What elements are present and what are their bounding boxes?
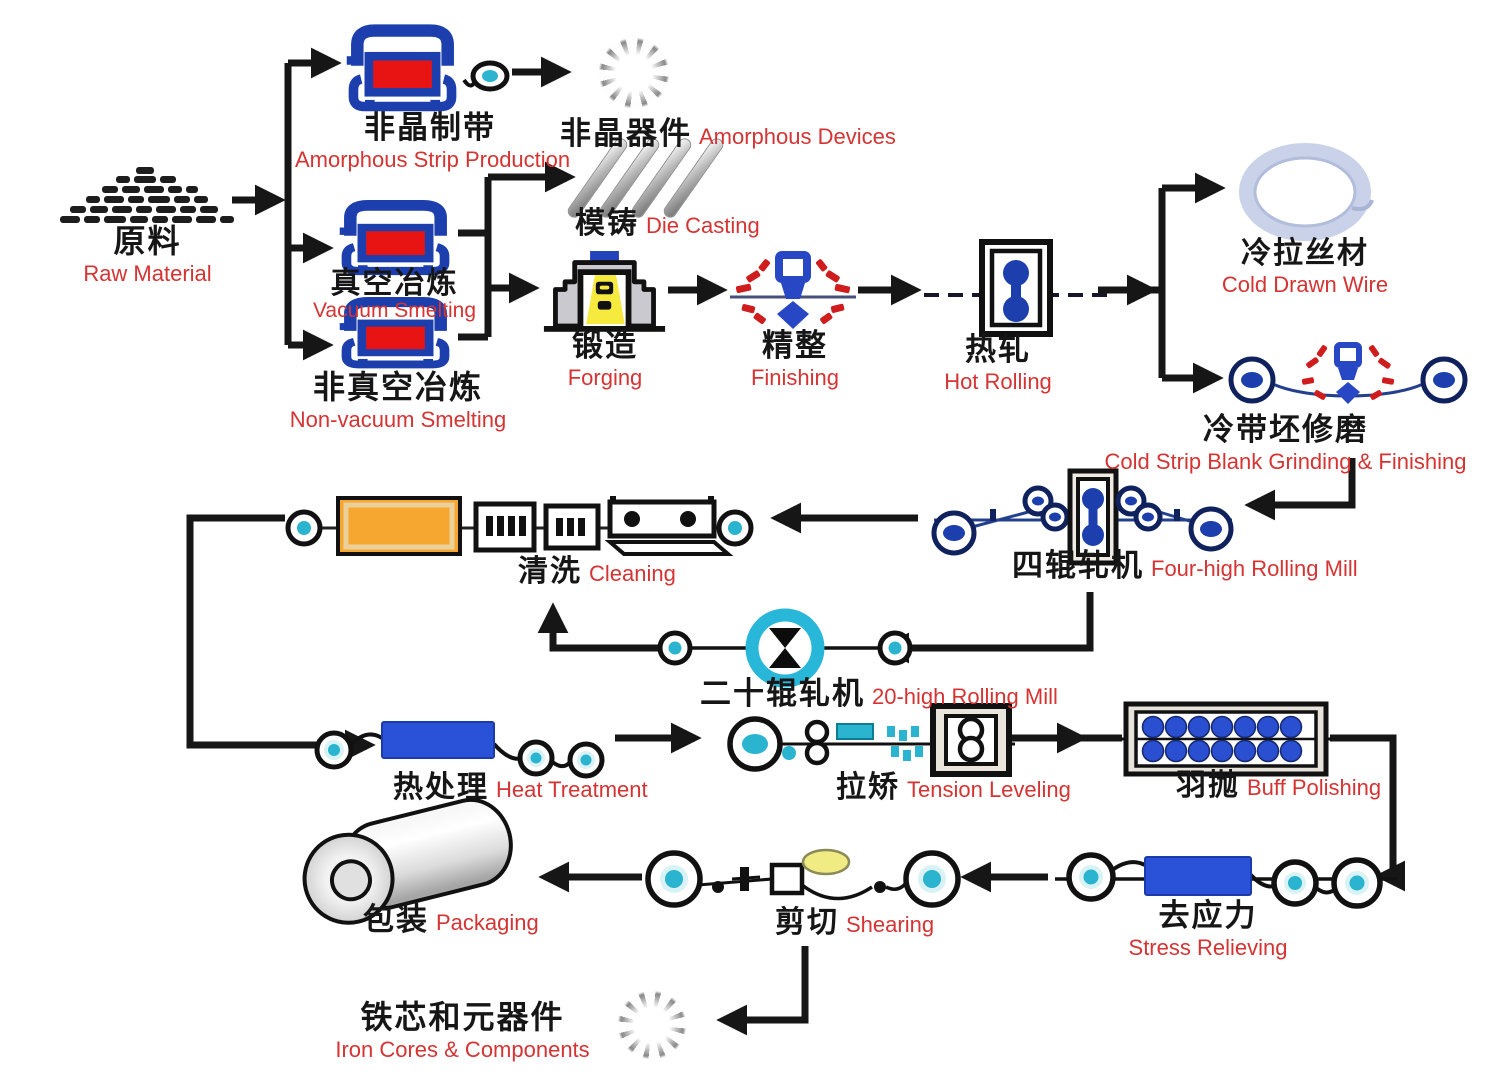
label-iron-cores-en: Iron Cores & Components xyxy=(335,1036,590,1062)
label-cold-strip-grinding: 冷带坯修磨 Cold Strip Blank Grinding & Finish… xyxy=(1098,412,1473,475)
label-buff-polishing-zh: 羽抛 xyxy=(1176,768,1240,803)
hot-rolling-stand-icon xyxy=(924,239,1110,337)
label-hot-rolling: 热轧 Hot Rolling xyxy=(928,332,1068,395)
label-stress-relieving: 去应力 Stress Relieving xyxy=(1118,898,1298,961)
label-cleaning-zh: 清洗 xyxy=(518,554,582,589)
roll-core-hole xyxy=(325,854,377,906)
vacuum-smelting-furnace-icon xyxy=(339,200,450,276)
label-twenty-high-mill-zh: 二十辊轧机 xyxy=(700,676,865,712)
label-raw-material: 原料 Raw Material xyxy=(55,224,240,285)
label-iron-cores: 铁芯和元器件 Iron Cores & Components xyxy=(330,1000,595,1061)
buff-polishing-icon xyxy=(1120,701,1332,777)
label-packaging-en: Packaging xyxy=(436,910,539,935)
label-die-casting: 模铸 Die Casting xyxy=(575,206,795,241)
label-vacuum-smelting-zh: 真空冶炼 xyxy=(330,266,459,301)
non-vacuum-smelting-furnace-icon xyxy=(339,296,450,369)
label-twenty-high-mill: 二十辊轧机 20-high Rolling Mill xyxy=(700,676,1100,712)
raw-material-icon xyxy=(60,167,234,223)
label-shearing-zh: 剪切 xyxy=(775,905,839,940)
label-amorphous-devices-en: Amorphous Devices xyxy=(699,124,896,149)
label-heat-treatment: 热处理 Heat Treatment xyxy=(393,770,683,805)
label-cold-drawn-wire-en: Cold Drawn Wire xyxy=(1221,272,1389,298)
label-hot-rolling-en: Hot Rolling xyxy=(944,369,1052,395)
amorphous-devices-starburst-icon xyxy=(578,22,690,124)
label-vacuum-smelting-en: Vacuum Smelting xyxy=(312,299,477,323)
label-amorphous-strip-zh: 非晶制带 xyxy=(364,110,496,146)
flow-arrows xyxy=(186,47,1406,1036)
label-tension-leveling-en: Tension Leveling xyxy=(907,777,1071,802)
heat-treatment-icon xyxy=(314,721,605,779)
label-forging-zh: 锻造 xyxy=(572,328,638,364)
label-tension-leveling-zh: 拉矫 xyxy=(836,770,900,805)
finishing-grinder-icon xyxy=(730,251,856,329)
label-vacuum-smelting: 真空冶炼 Vacuum Smelting xyxy=(312,266,477,323)
label-shearing-en: Shearing xyxy=(846,912,935,937)
label-die-casting-zh: 模铸 xyxy=(575,206,639,241)
iron-cores-starburst-icon xyxy=(600,973,704,1077)
label-finishing: 精整 Finishing xyxy=(730,328,860,391)
label-amorphous-devices: 非晶器件 Amorphous Devices xyxy=(560,116,900,152)
label-heat-treatment-zh: 热处理 xyxy=(393,770,489,805)
label-cold-drawn-wire-zh: 冷拉丝材 xyxy=(1241,236,1369,271)
tension-leveling-icon xyxy=(727,703,1015,777)
label-finishing-en: Finishing xyxy=(750,365,840,391)
cold-drawn-wire-coil-icon xyxy=(1239,143,1374,241)
label-cleaning-en: Cleaning xyxy=(589,561,676,586)
stress-relieving-icon xyxy=(1055,852,1397,909)
label-cold-drawn-wire: 冷拉丝材 Cold Drawn Wire xyxy=(1205,236,1405,298)
label-tension-leveling: 拉矫 Tension Leveling xyxy=(836,770,1096,805)
label-four-high-mill: 四辊轧机 Four-high Rolling Mill xyxy=(1012,548,1412,584)
label-packaging: 包装 Packaging xyxy=(363,902,573,938)
label-stress-relieving-en: Stress Relieving xyxy=(1128,935,1288,961)
label-heat-treatment-en: Heat Treatment xyxy=(496,777,648,802)
label-cold-strip-grinding-zh: 冷带坯修磨 xyxy=(1203,412,1368,448)
label-forging: 锻造 Forging xyxy=(540,328,670,391)
label-four-high-mill-zh: 四辊轧机 xyxy=(1012,548,1144,584)
four-high-mill-icon xyxy=(931,468,1234,566)
label-non-vacuum-smelting: 非真空冶炼 Non-vacuum Smelting xyxy=(278,370,518,431)
label-shearing: 剪切 Shearing xyxy=(775,905,965,940)
twenty-high-mill-icon xyxy=(657,608,913,688)
label-hot-rolling-zh: 热轧 xyxy=(965,332,1031,368)
amorphous-strip-furnace-icon xyxy=(346,24,457,112)
label-die-casting-en: Die Casting xyxy=(646,213,760,238)
label-cleaning: 清洗 Cleaning xyxy=(518,554,738,589)
label-packaging-zh: 包装 xyxy=(363,902,429,938)
label-four-high-mill-en: Four-high Rolling Mill xyxy=(1151,556,1358,581)
label-forging-en: Forging xyxy=(567,365,643,391)
label-non-vacuum-smelting-en: Non-vacuum Smelting xyxy=(289,406,507,432)
label-buff-polishing: 羽抛 Buff Polishing xyxy=(1176,768,1416,803)
forging-press-icon xyxy=(543,251,666,332)
label-cold-strip-grinding-en: Cold Strip Blank Grinding & Finishing xyxy=(1104,449,1467,475)
label-amorphous-strip: 非晶制带 Amorphous Strip Production xyxy=(295,110,571,173)
cold-strip-grinding-icon xyxy=(1228,342,1468,404)
label-amorphous-devices-zh: 非晶器件 xyxy=(560,116,692,152)
die-casting-rods-icon xyxy=(566,137,725,219)
label-raw-material-zh: 原料 xyxy=(113,222,182,260)
label-twenty-high-mill-en: 20-high Rolling Mill xyxy=(872,684,1058,709)
coil-icon xyxy=(462,60,510,92)
label-raw-material-en: Raw Material xyxy=(83,260,212,286)
label-non-vacuum-smelting-zh: 非真空冶炼 xyxy=(312,368,483,406)
cleaning-line-icon xyxy=(285,496,754,556)
label-finishing-zh: 精整 xyxy=(762,328,828,364)
label-buff-polishing-en: Buff Polishing xyxy=(1247,775,1382,800)
shearing-icon xyxy=(645,848,961,908)
label-stress-relieving-zh: 去应力 xyxy=(1158,898,1258,934)
label-amorphous-strip-en: Amorphous Strip Production xyxy=(295,147,571,173)
label-iron-cores-zh: 铁芯和元器件 xyxy=(360,998,565,1036)
